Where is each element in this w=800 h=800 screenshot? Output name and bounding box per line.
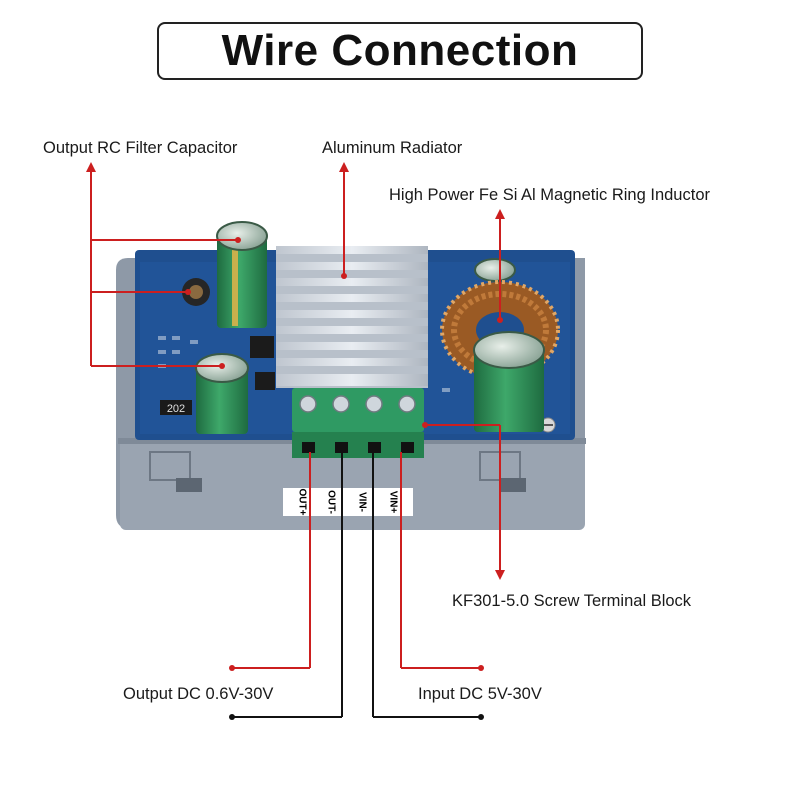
wire-vin-plus — [400, 452, 484, 671]
wire-out-minus — [229, 452, 343, 720]
screw-terminal-block — [292, 388, 424, 458]
capacitor-top — [216, 221, 268, 328]
wire-out-plus — [229, 452, 311, 671]
aluminum-radiator — [276, 246, 428, 388]
label-input-dc: Input DC 5V-30V — [418, 685, 542, 703]
label-inductor: High Power Fe Si Al Magnetic Ring Induct… — [389, 186, 710, 204]
title-box: Wire Connection — [157, 22, 643, 80]
label-rc-filter-capacitor: Output RC Filter Capacitor — [43, 139, 238, 157]
leader-inductor — [495, 209, 505, 323]
terminal-label-out-minus: OUT- — [325, 490, 336, 514]
label-terminal-block: KF301-5.0 Screw Terminal Block — [452, 592, 692, 610]
label-output-dc: Output DC 0.6V-30V — [123, 685, 274, 703]
leader-radiator — [339, 162, 349, 279]
resistor-code: 202 — [167, 403, 185, 415]
magnetic-ring-inductor — [440, 280, 560, 432]
label-aluminum-radiator: Aluminum Radiator — [322, 139, 463, 157]
terminal-label-vin-minus: VIN- — [356, 492, 367, 512]
terminal-label-out-plus: OUT+ — [296, 489, 307, 516]
wire-vin-minus — [372, 452, 484, 720]
page-title: Wire Connection — [221, 26, 579, 75]
terminal-label-vin-plus: VIN+ — [387, 491, 398, 514]
terminal-label-strip: OUT+ OUT- VIN- VIN+ — [283, 488, 413, 516]
leader-terminal-block — [422, 422, 505, 580]
leader-rc-filter — [86, 162, 241, 369]
